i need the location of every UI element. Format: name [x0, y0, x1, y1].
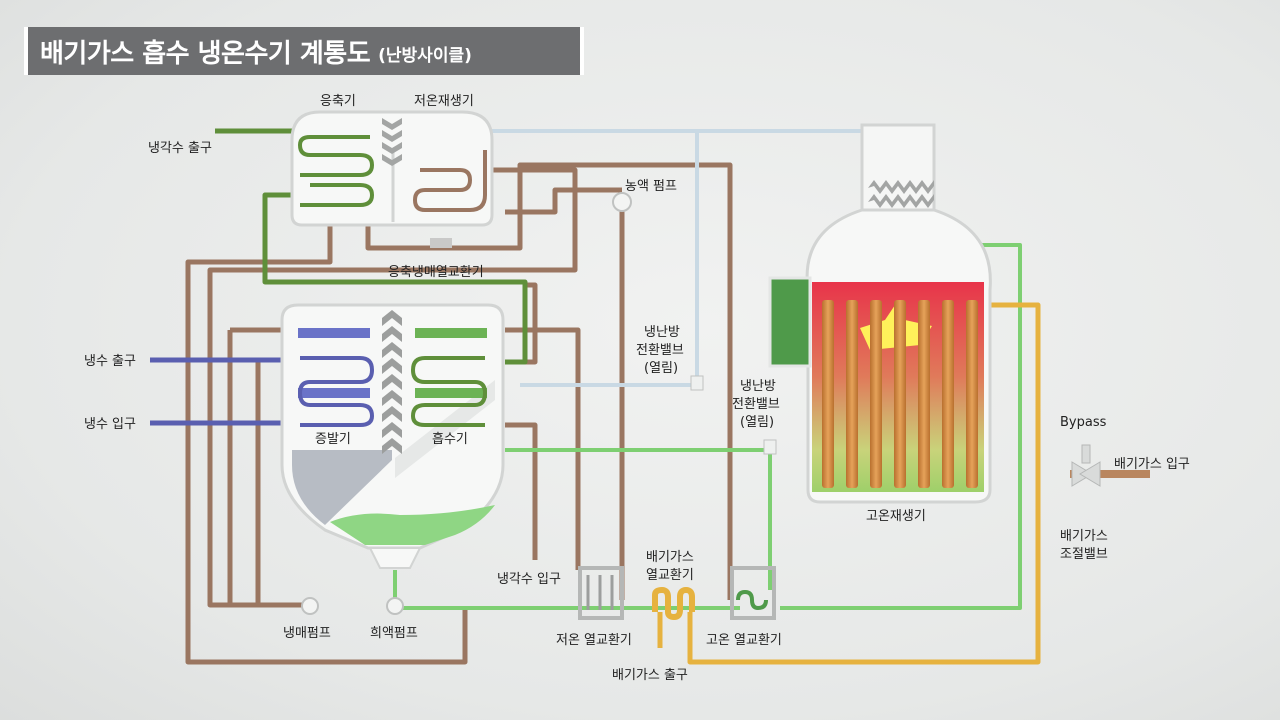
- eliminator-top: [382, 118, 402, 166]
- label-cooling-water-outlet: 냉각수 출구: [148, 141, 212, 156]
- title-bar: 배기가스 흡수 냉온수기 계통도 (난방사이클): [24, 27, 584, 75]
- label-switch-valve-1-line2: 전환밸브: [636, 343, 684, 358]
- page-title: 배기가스 흡수 냉온수기 계통도: [40, 38, 371, 69]
- chilled-water-pipes: [150, 357, 300, 426]
- label-dilute-pump: 희액펌프: [370, 626, 418, 641]
- label-exhaust-valve-line1: 배기가스: [1060, 529, 1108, 544]
- label-switch-valve-2-line2: 전환밸브: [732, 397, 780, 412]
- label-low-temp-regenerator: 저온재생기: [414, 94, 474, 109]
- label-high-temp-hx: 고온 열교환기: [706, 633, 782, 648]
- label-evaporator: 증발기: [315, 432, 351, 447]
- high-temp-regenerator: [768, 123, 992, 504]
- label-bypass: Bypass: [1060, 415, 1107, 430]
- label-chilled-water-inlet: 냉수 입구: [84, 417, 136, 432]
- label-high-temp-regenerator: 고온재생기: [866, 509, 926, 524]
- label-exhaust-inlet: 배기가스 입구: [1114, 457, 1190, 472]
- label-cooling-water-inlet: 냉각수 입구: [497, 572, 561, 587]
- upper-shell: [290, 110, 494, 248]
- label-switch-valve-2-line1: 냉난방: [740, 379, 776, 394]
- concentrate-pump-icon[interactable]: [612, 192, 632, 212]
- high-temp-hx-unit: [730, 566, 776, 620]
- heat-tubes: [822, 300, 978, 488]
- lower-shell: [280, 303, 505, 569]
- label-refrigerant-pump: 냉매펌프: [283, 626, 331, 641]
- exhaust-hx-unit: [652, 586, 695, 621]
- refrigerant-pump-icon[interactable]: [301, 597, 319, 615]
- switch-valve-1-icon[interactable]: [690, 375, 704, 391]
- switch-valve-2-icon[interactable]: [763, 439, 777, 455]
- label-chilled-water-outlet: 냉수 출구: [84, 354, 136, 369]
- label-absorber: 흡수기: [432, 432, 468, 447]
- page-subtitle: (난방사이클): [378, 45, 472, 66]
- label-exhaust-hx-line2: 열교환기: [646, 568, 694, 583]
- exhaust-valve-icon[interactable]: [1070, 444, 1150, 487]
- label-switch-valve-1-line3: (열림): [644, 361, 678, 376]
- label-exhaust-outlet: 배기가스 출구: [612, 668, 688, 683]
- label-low-temp-hx: 저온 열교환기: [556, 633, 632, 648]
- refrigerant-pipes: [185, 162, 733, 665]
- label-concentrate-pump: 농액 펌프: [625, 179, 677, 194]
- label-switch-valve-1-line1: 냉난방: [644, 325, 680, 340]
- exhaust-pipes: [657, 302, 1041, 665]
- cooling-water-pipes: [215, 128, 528, 365]
- condensate-hx-icon: [430, 238, 452, 248]
- low-temp-hx-unit: [578, 566, 624, 620]
- label-exhaust-hx-line1: 배기가스: [646, 550, 694, 565]
- label-exhaust-valve-line2: 조절밸브: [1060, 547, 1108, 562]
- label-switch-valve-2-line3: (열림): [740, 415, 774, 430]
- label-condenser: 응축기: [320, 94, 356, 109]
- eliminator-lower: [382, 310, 402, 454]
- dilute-pump-icon[interactable]: [386, 597, 404, 615]
- label-condensate-hx: 응축냉매열교환기: [388, 265, 484, 280]
